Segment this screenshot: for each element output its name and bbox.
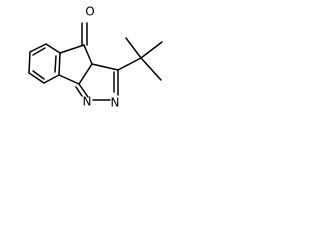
double-bond-inner [54, 55, 57, 73]
bond [45, 43, 61, 54]
structure-diagram: O N N [28, 5, 163, 110]
bond [140, 41, 163, 59]
bond [78, 83, 89, 98]
double-bond-inner [32, 70, 45, 80]
cyclopentanone-ring [58, 22, 93, 85]
oxygen-label: O [85, 5, 94, 19]
nitrogen-right-label: N [111, 96, 120, 110]
tert-butyl-group [117, 37, 163, 81]
bond [58, 74, 80, 85]
benzene-ring [28, 43, 61, 84]
bond [29, 43, 47, 53]
bond [28, 72, 45, 84]
molecule-canvas: O N N [0, 0, 208, 122]
bond [43, 74, 60, 84]
bond [117, 57, 142, 71]
bond [83, 44, 93, 65]
bond [58, 52, 61, 76]
bond [125, 37, 142, 59]
pyrazole-ring [75, 63, 119, 101]
bond [75, 86, 83, 97]
nitrogen-left-label: N [83, 95, 92, 109]
bond [28, 51, 31, 74]
bond [59, 44, 85, 54]
bond [140, 57, 162, 81]
bond [78, 63, 93, 85]
double-bond-inner [32, 47, 46, 56]
bond [91, 63, 119, 71]
